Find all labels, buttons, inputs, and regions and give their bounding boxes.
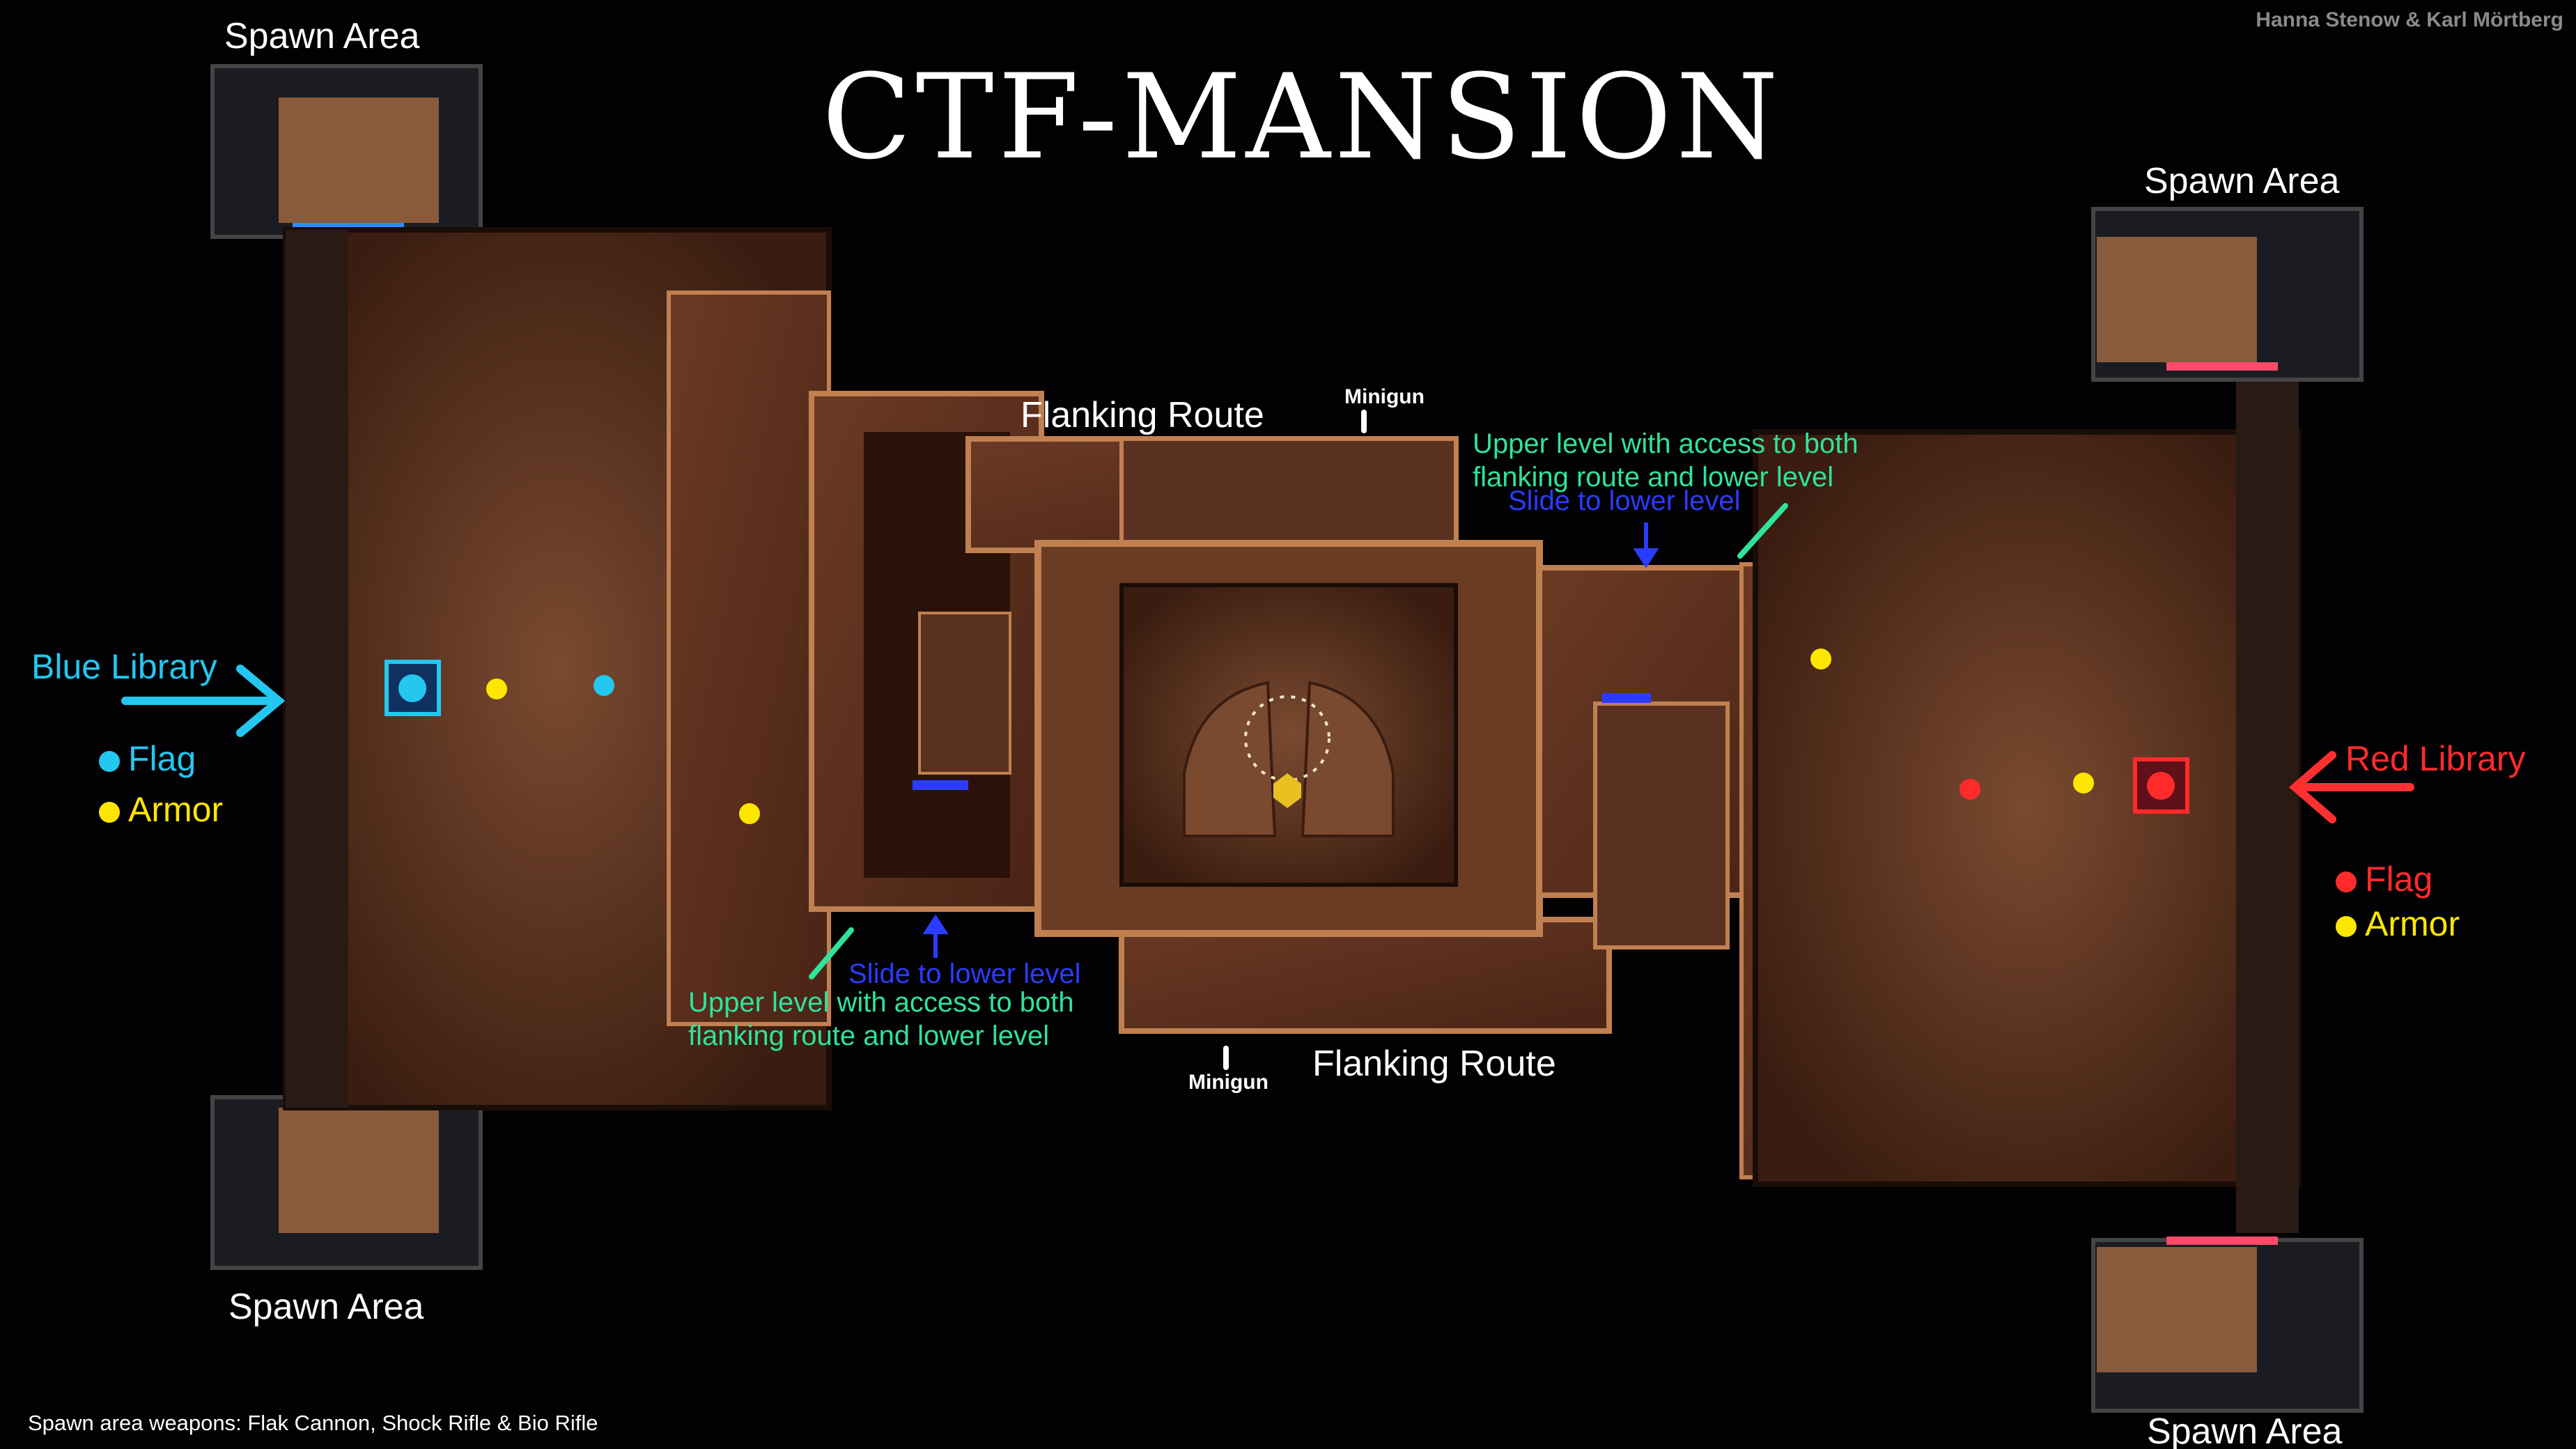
red-armor-legend-text: Armor (2365, 904, 2460, 943)
flanking-route-label-bottom: Flanking Route (1312, 1044, 1556, 1084)
blue-armor-dot-2 (739, 803, 760, 824)
blue-armor-legend-text: Armor (128, 790, 224, 829)
red-flag-legend-dot (2336, 871, 2357, 892)
upper-level-line2: flanking route and lower level (1473, 462, 1834, 493)
flanking-route-label-top: Flanking Route (1021, 395, 1264, 435)
upper-level-line1: Upper level with access to both (688, 987, 1074, 1018)
blue-flag-legend-text: Flag (128, 739, 196, 778)
red-library-hall (1753, 429, 2302, 1187)
center-hall (965, 436, 1612, 1034)
red-wing (1537, 207, 2364, 1413)
minigun-label-bottom: Minigun (1188, 1071, 1268, 1094)
blue-library-label: Blue Library (31, 647, 217, 686)
upper-level-line1: Upper level with access to both (1473, 428, 1859, 459)
red-legend-flag: Flag (2336, 859, 2433, 899)
blue-armor-dot (486, 679, 507, 699)
spawn-label-blue-bottom: Spawn Area (228, 1287, 424, 1327)
slide-arrow-top (1633, 522, 1659, 568)
red-armor-dot (2073, 773, 2094, 793)
spawn-label-red-top: Spawn Area (2144, 161, 2340, 201)
minigun-label-top: Minigun (1344, 385, 1425, 408)
red-flag-dot (1960, 779, 1980, 800)
slide-label-top: Slide to lower level (1508, 486, 1741, 516)
upper-level-note-top: Upper level with access to both flanking… (1473, 427, 1859, 494)
upper-level-pointer-bottom (809, 927, 854, 979)
blue-legend-armor: Armor (99, 789, 223, 830)
red-legend-armor: Armor (2336, 904, 2460, 944)
blue-armor-legend-dot (99, 801, 120, 823)
spawn-label-red-bottom: Spawn Area (2147, 1411, 2343, 1449)
credit-text: Hanna Stenow & Karl Mörtberg (2256, 8, 2563, 31)
south-flanking-route (1119, 917, 1612, 1034)
blue-legend-flag: Flag (99, 738, 196, 779)
footer-weapons-note: Spawn area weapons: Flak Cannon, Shock R… (28, 1411, 598, 1435)
blue-wing (210, 64, 1044, 1270)
red-flag-legend-text: Flag (2365, 860, 2433, 899)
upper-level-line2: flanking route and lower level (688, 1021, 1050, 1051)
upper-level-note-bottom: Upper level with access to both flanking… (688, 986, 1074, 1053)
center-armor-marker (1273, 773, 1301, 808)
slide-label-bottom: Slide to lower level (848, 959, 1081, 989)
red-library-label: Red Library (2345, 739, 2526, 778)
red-armor-legend-dot (2336, 915, 2357, 937)
spawn-label-blue-top: Spawn Area (224, 16, 420, 56)
upper-level-pointer-top (1737, 503, 1788, 559)
red-library-arrow (2288, 751, 2414, 823)
blue-flag-legend-dot (99, 750, 120, 772)
slide-arrow-bottom (922, 914, 949, 958)
map-title: CTF-MANSION (822, 49, 1783, 185)
blue-flag-dot (593, 675, 614, 696)
red-armor-dot-2 (1810, 649, 1831, 669)
blue-library-arrow (121, 665, 286, 737)
